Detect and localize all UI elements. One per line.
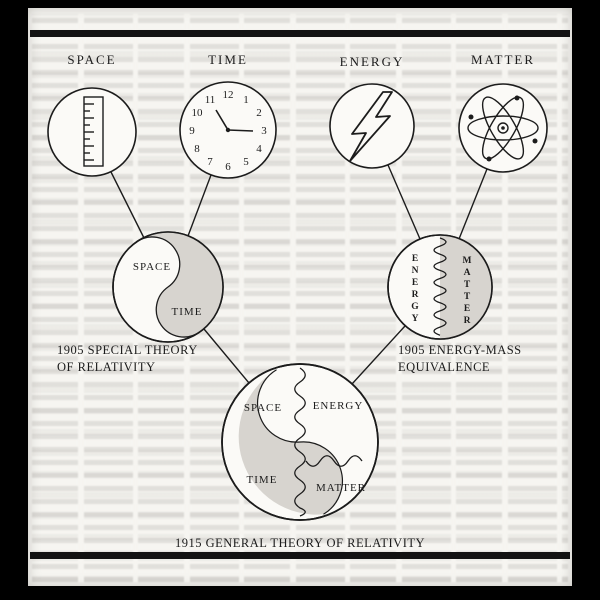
- energymass-circle: [387, 234, 493, 340]
- general-space-label: SPACE: [244, 402, 282, 414]
- svg-text:12: 12: [223, 89, 234, 101]
- time-circle: 12 1 2 3 4 5 6 7 8 9 10 11: [179, 81, 277, 179]
- special-theory-caption-line2: OF RELATIVITY: [57, 360, 156, 374]
- energymass-shaded-region: [440, 235, 492, 339]
- space-label: SPACE: [67, 52, 116, 67]
- general-horizontal-wave: [305, 455, 363, 467]
- ruler-icon: [83, 96, 104, 167]
- scan-bar-bottom: [30, 552, 570, 559]
- energymass-matter-label: MATTER: [462, 256, 472, 328]
- svg-text:10: 10: [192, 107, 204, 119]
- energy-label: ENERGY: [340, 54, 405, 69]
- general-time-label: TIME: [247, 474, 278, 486]
- yin-yang-curve: [136, 236, 200, 338]
- general-vertical-wave: [294, 367, 306, 517]
- clock-icon: 12 1 2 3 4 5 6 7 8 9 10 11: [189, 89, 267, 173]
- general-matter-label: MATTER: [316, 482, 366, 494]
- general-energy-label: ENERGY: [313, 400, 364, 412]
- energymass-wave: [433, 237, 447, 336]
- svg-text:3: 3: [261, 125, 267, 137]
- svg-text:9: 9: [189, 125, 195, 137]
- spacetime-time-label: TIME: [172, 306, 203, 318]
- energymass-caption-line1: 1905 ENERGY-MASS: [398, 343, 522, 357]
- general-circle: SPACE ENERGY TIME MATTER: [221, 363, 379, 521]
- time-label: TIME: [208, 52, 248, 67]
- svg-text:8: 8: [194, 143, 200, 155]
- svg-text:2: 2: [256, 107, 262, 119]
- matter-label: MATTER: [471, 52, 535, 67]
- energymass-caption-line2: EQUIVALENCE: [398, 360, 490, 374]
- spacetime-circle: SPACE TIME: [112, 231, 224, 343]
- svg-text:1: 1: [243, 94, 249, 106]
- scan-bar-top: [30, 30, 570, 37]
- lightning-icon: [349, 91, 393, 162]
- energy-circle: [329, 83, 415, 169]
- spacetime-space-label: SPACE: [133, 261, 171, 273]
- svg-text:5: 5: [243, 156, 249, 168]
- matter-circle: [458, 83, 548, 173]
- connector-lines: [110, 164, 488, 385]
- svg-text:6: 6: [225, 161, 231, 173]
- atom-icon: [467, 95, 539, 162]
- general-theory-caption: 1915 GENERAL THEORY OF RELATIVITY: [175, 536, 425, 550]
- space-circle: [47, 87, 137, 177]
- svg-text:11: 11: [205, 94, 216, 106]
- spacetime-shaded-region: [136, 232, 223, 338]
- general-yin-curve: [257, 369, 343, 515]
- energymass-energy-label: ENERGY: [410, 254, 420, 326]
- svg-text:7: 7: [207, 156, 213, 168]
- svg-text:4: 4: [256, 143, 262, 155]
- special-theory-caption-line1: 1905 SPECIAL THEORY: [57, 343, 198, 357]
